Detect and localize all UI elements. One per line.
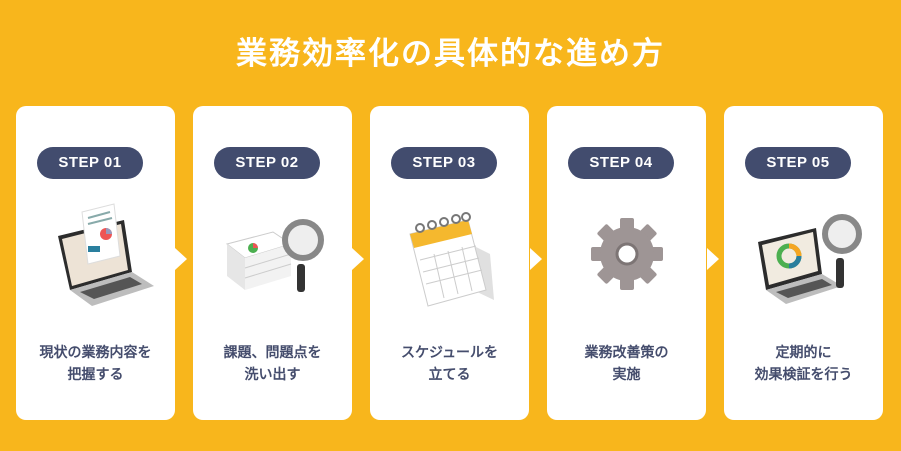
step-label: 課題、問題点を 洗い出す (193, 342, 352, 386)
arrow-icon (530, 248, 542, 270)
laptop-magnifier-icon (758, 214, 862, 304)
step-label: スケジュールを 立てる (370, 342, 529, 386)
step-label: 定期的に 効果検証を行う (724, 342, 883, 386)
calendar-icon (409, 212, 494, 307)
step-label: 現状の業務内容を 把握する (16, 342, 175, 386)
step-badge: STEP 04 (568, 147, 674, 179)
arrow-icon (707, 248, 719, 270)
step-label-line: 洗い出す (244, 367, 301, 383)
documents-magnifier-icon (225, 219, 324, 292)
step-label-line: 業務改善策の (584, 345, 669, 361)
gear-icon (591, 218, 663, 290)
step-label-line: 把握する (67, 367, 124, 383)
step-card-2: STEP 02 課題、問題点を 洗い出す (193, 106, 352, 420)
step-badge: STEP 01 (37, 147, 143, 179)
page-title: 業務効率化の具体的な進め方 (236, 36, 665, 72)
laptop-document-icon (58, 203, 154, 306)
step-card-1: STEP 01 現状の業務内容を 把握する (16, 106, 175, 420)
arrow-icon (352, 248, 364, 270)
step-label-line: 現状の業務内容を (39, 345, 152, 361)
step-label-line: 課題、問題点を (223, 345, 322, 361)
step-label-line: スケジュールを (400, 345, 499, 361)
step-label-line: 実施 (612, 367, 641, 383)
step-card-5: STEP 05 定期的に 効果検証を行う (724, 106, 883, 420)
step-card-4: STEP 04 業務改善策の 実施 (547, 106, 706, 420)
step-badge: STEP 02 (214, 147, 320, 179)
step-badge: STEP 03 (391, 147, 497, 179)
arrow-icon (175, 248, 187, 270)
step-label-line: 立てる (428, 367, 471, 383)
step-label-line: 効果検証を行う (754, 367, 853, 383)
step-card-3: STEP 03 スケジュールを 立てる (370, 106, 529, 420)
step-label-line: 定期的に (775, 345, 832, 361)
step-label: 業務改善策の 実施 (547, 342, 706, 386)
step-badge: STEP 05 (745, 147, 851, 179)
